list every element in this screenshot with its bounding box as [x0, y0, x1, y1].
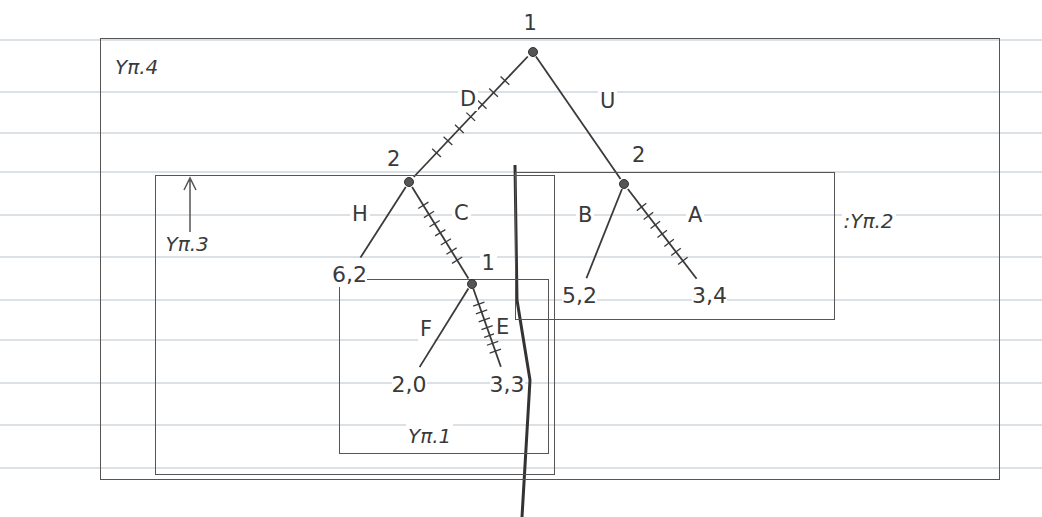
game-branch [412, 187, 468, 279]
decision-node: 2 [404, 177, 414, 187]
subgame-label: :Υπ.2 [842, 209, 896, 233]
game-branch [586, 189, 622, 278]
game-branch [628, 189, 697, 279]
payoff-text: 3,3 [490, 372, 525, 397]
subgame-label: Υπ.4 [113, 55, 160, 79]
action-label: H [350, 203, 370, 226]
action-label: B [576, 204, 594, 227]
subgame-box: :Υπ.225,23,4 [515, 172, 835, 320]
action-label: A [686, 204, 704, 227]
action-label: D [458, 88, 478, 111]
action-label: U [598, 90, 617, 113]
action-label: C [452, 202, 471, 225]
pen-arrow [184, 178, 196, 235]
payoff-node: 6,2 [329, 261, 370, 288]
game-branch [536, 57, 621, 180]
player-number: 1 [480, 252, 497, 275]
action-label: F [418, 318, 434, 341]
subgame-box: Υπ.4Υπ.3Υπ.1 1 2,0 3,3 2 6,2 :Υπ.2 2 5,2 3,4 1 [100, 38, 1000, 480]
player-number: 1 [522, 12, 539, 35]
payoff-node: 2,0 [389, 371, 430, 398]
payoff-text: 2,0 [392, 372, 427, 397]
subgame-box: Υπ.1 1 2,0 3,3 [339, 279, 549, 454]
subgame-label: Υπ.3 [164, 232, 211, 256]
payoff-node: 3,4 [689, 282, 730, 309]
player-number: 2 [385, 148, 402, 171]
payoff-text: 6,2 [332, 262, 367, 287]
subgame-label: Υπ.1 [406, 424, 453, 448]
decision-node: 1 [528, 47, 538, 57]
game-branch [414, 57, 528, 178]
player-number: 2 [630, 144, 647, 167]
payoff-text: 5,2 [562, 283, 597, 308]
payoff-node: 5,2 [559, 282, 600, 309]
pen-stroke [515, 165, 530, 517]
decision-node: 1 [467, 279, 477, 289]
decision-node: 2 [619, 179, 629, 189]
action-label: E [494, 316, 511, 339]
payoff-node: 3,3 [487, 371, 528, 398]
payoff-text: 3,4 [692, 283, 727, 308]
